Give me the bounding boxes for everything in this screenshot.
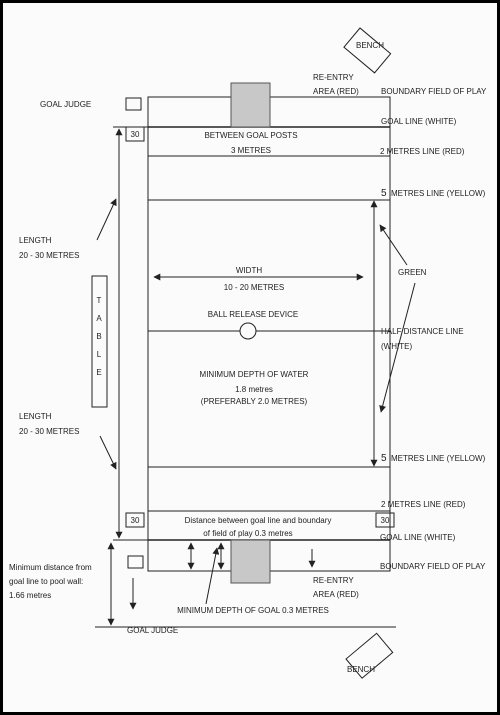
reentry-bottom-label-2: AREA (RED): [313, 590, 359, 599]
min-depth-value-label: 1.8 metres: [235, 385, 273, 394]
score-bottom-right: 30: [381, 516, 390, 525]
green-pointer-bottom: [379, 282, 416, 413]
bench-top-label: BENCH: [356, 41, 384, 50]
bench-bottom-label: BENCH: [347, 665, 375, 674]
five-metre-top-label: METRES LINE (YELLOW): [391, 189, 486, 198]
between-posts-label: BETWEEN GOAL POSTS: [204, 131, 297, 140]
length-pointer-bottom: [99, 435, 117, 470]
table-letter: T: [97, 296, 102, 305]
goal-judge-bottom-label: GOAL JUDGE: [127, 626, 178, 635]
min-depth-pref-label: (PREFERABLY 2.0 METRES): [201, 397, 308, 406]
goal-judge-box-top: [125, 97, 142, 111]
table: [91, 275, 108, 408]
diagram-sheet: BENCH BENCH GOAL JUDGE GOAL JUDGE RE-ENT…: [3, 3, 497, 712]
min-dist-label-2: goal line to pool wall:: [9, 577, 83, 586]
five-metre-bottom-number: 5: [381, 453, 387, 464]
goal-bottom: [230, 539, 271, 584]
goal-judge-box-bottom: [127, 555, 144, 569]
min-depth-label: MINIMUM DEPTH OF WATER: [200, 370, 309, 379]
goal-line-bottom-label: GOAL LINE (WHITE): [380, 533, 456, 542]
width-value-label: 10 - 20 METRES: [224, 283, 284, 292]
field-of-play: [147, 96, 391, 572]
ball-release-device: [239, 322, 257, 340]
table-letter: A: [96, 314, 102, 323]
goal-top: [230, 82, 271, 128]
goal-line-top-label: GOAL LINE (WHITE): [381, 117, 457, 126]
green-label: GREEN: [398, 268, 427, 277]
five-metre-bottom-label: METRES LINE (YELLOW): [391, 454, 486, 463]
table-letter: E: [96, 368, 101, 377]
bench-top: [343, 27, 392, 74]
length-bottom-label-2: 20 - 30 METRES: [19, 427, 79, 436]
boundary-top-label: BOUNDARY FIELD OF PLAY: [381, 87, 487, 96]
two-metre-top-label: 2 METRES LINE (RED): [380, 147, 465, 156]
distance-goal-label-1: Distance between goal line and boundary: [185, 516, 332, 525]
distance-goal-label-2: of field of play 0.3 metres: [203, 529, 292, 538]
ball-release-label: BALL RELEASE DEVICE: [208, 310, 298, 319]
three-metres-label: 3 METRES: [231, 146, 271, 155]
reentry-top-label-1: RE-ENTRY: [313, 73, 354, 82]
width-label: WIDTH: [236, 266, 262, 275]
table-letter: B: [96, 332, 101, 341]
half-distance-label-2: (WHITE): [381, 342, 412, 351]
two-metre-bottom-label: 2 METRES LINE (RED): [381, 500, 466, 509]
bench-bottom: [345, 632, 394, 679]
boundary-bottom-label: BOUNDARY FIELD OF PLAY: [380, 562, 486, 571]
green-pointer-top: [379, 224, 408, 266]
min-depth-goal-label: MINIMUM DEPTH OF GOAL 0.3 METRES: [177, 606, 329, 615]
half-distance-label-1: HALF DISTANCE LINE: [381, 327, 464, 336]
table-letter: L: [97, 350, 102, 359]
length-bottom-label-1: LENGTH: [19, 412, 52, 421]
score-bottom-left: 30: [131, 516, 140, 525]
reentry-top-label-2: AREA (RED): [313, 87, 359, 96]
score-top-left: 30: [131, 130, 140, 139]
min-dist-label-3: 1.66 metres: [9, 591, 51, 600]
score-box-bottom-left: [125, 512, 145, 528]
water-polo-field-diagram: BENCH BENCH GOAL JUDGE GOAL JUDGE RE-ENT…: [9, 27, 487, 679]
length-top-label-2: 20 - 30 METRES: [19, 251, 79, 260]
score-box-bottom-right: [375, 512, 395, 528]
goal-distance-pointer: [205, 547, 220, 605]
length-top-label-1: LENGTH: [19, 236, 52, 245]
five-metre-top-number: 5: [381, 188, 387, 199]
reentry-bottom-label-1: RE-ENTRY: [313, 576, 354, 585]
goal-judge-top-label: GOAL JUDGE: [40, 100, 91, 109]
min-dist-label-1: Minimum distance from: [9, 563, 92, 572]
length-pointer-top: [96, 198, 117, 241]
